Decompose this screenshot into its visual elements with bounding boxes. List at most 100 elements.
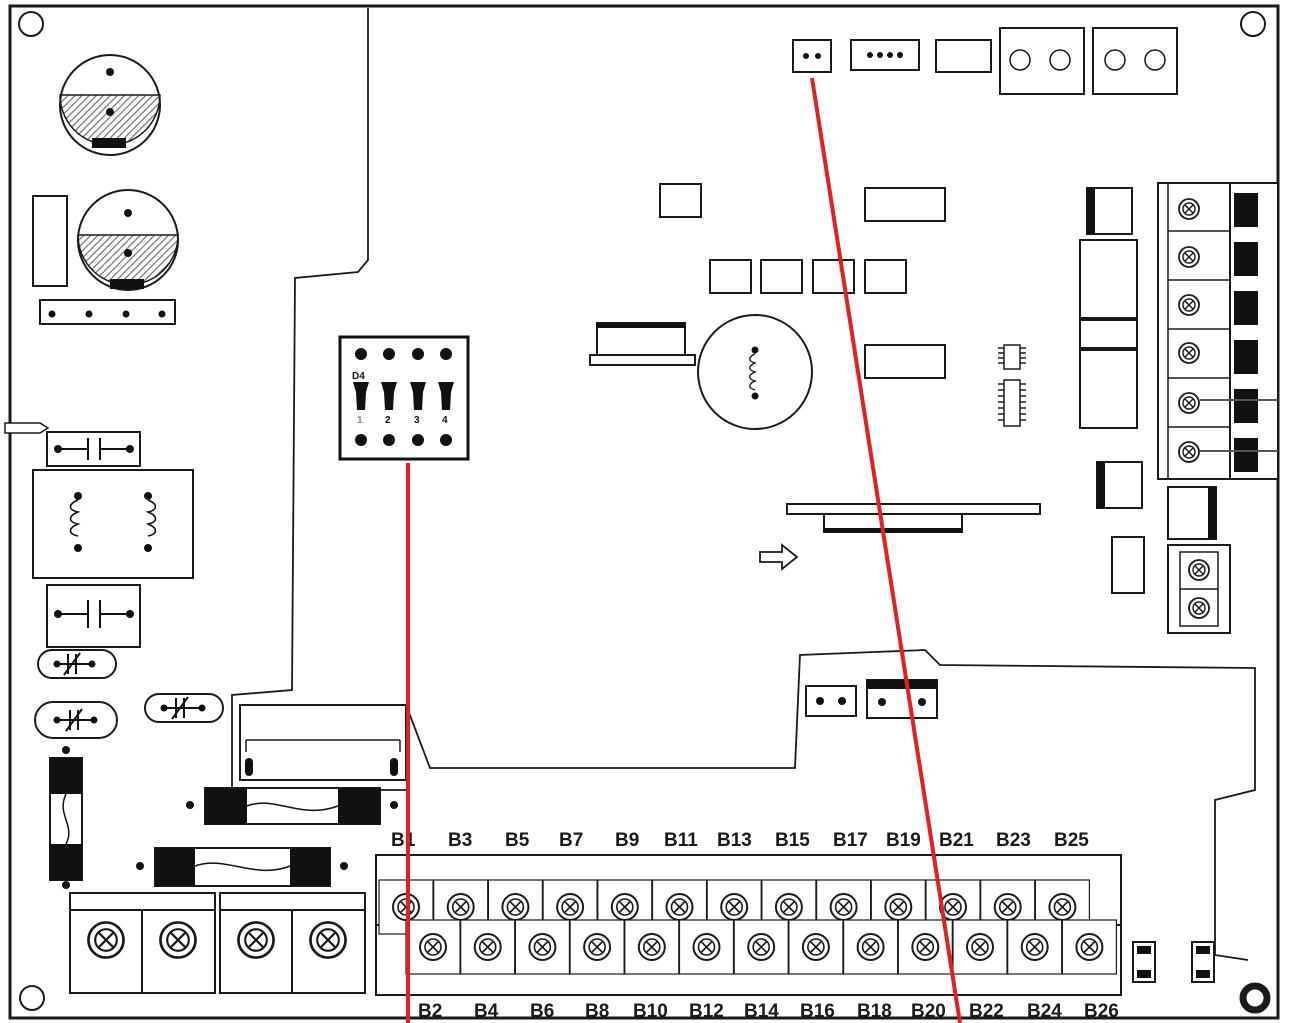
terminal-screw-b4 [460, 919, 516, 975]
relay-contact-nc-1 [37, 649, 117, 679]
heatsink-bar [786, 503, 1041, 533]
ic-chips [998, 344, 1026, 427]
right-terminal-block-6 [1157, 182, 1279, 480]
terminal-label-b7: B7 [559, 830, 583, 851]
arrow-right-icon [759, 543, 799, 571]
terminal-screws-bottom-row [405, 919, 1118, 975]
component-r3 [1111, 536, 1145, 594]
terminal-label-b18: B18 [857, 1001, 892, 1022]
terminal-label-b22: B22 [969, 1001, 1004, 1022]
relay-coil-transformer [32, 469, 194, 579]
terminal-label-b19: B19 [886, 830, 921, 851]
isolation-boundary-left [231, 8, 408, 791]
component-r1 [1079, 319, 1138, 349]
terminal-label-b5: B5 [505, 830, 530, 851]
terminal-screw-b12 [678, 919, 735, 975]
terminal-label-b17: B17 [833, 830, 868, 851]
component-box-5 [812, 259, 855, 294]
main-terminal-strip [375, 854, 1122, 996]
fuse-horizontal-2 [136, 847, 348, 887]
component-box-2 [864, 187, 946, 222]
relay-contact-nc-3 [144, 693, 224, 723]
fuse-vertical [49, 746, 83, 889]
terminal-screw-b18 [842, 919, 899, 975]
fuse-horizontal-1 [186, 787, 398, 825]
dip-switch-number-2: 2 [385, 415, 391, 426]
terminal-label-b15: B15 [775, 830, 810, 851]
dip-bottom-pads [355, 434, 452, 446]
right-side-components [1079, 187, 1217, 594]
terminal-2way-top-a [999, 27, 1085, 95]
component-r2 [1079, 349, 1138, 429]
terminal-label-b8: B8 [585, 1001, 609, 1022]
terminal-label-b21: B21 [939, 830, 974, 851]
crystal-oscillator [589, 322, 696, 366]
terminal-screw-b10 [624, 919, 680, 975]
terminal-label-b23: B23 [996, 830, 1031, 851]
terminal-label-b10: B10 [633, 1001, 668, 1022]
relay-contact-nc-2 [34, 701, 118, 739]
center-components [659, 183, 946, 379]
terminal-screw-b22 [952, 919, 1008, 975]
dip-switch-number-3: 3 [414, 415, 420, 426]
terminal-labels-bottom: B2 B4 B6 B8 B10 B12 B14 B16 B18 B20 B22 … [418, 1001, 1119, 1022]
wire-stub-left [4, 422, 50, 434]
dip-top-pads [355, 348, 452, 360]
mounting-hole-top-right [1240, 11, 1266, 37]
jumper-2pin-capped [866, 679, 938, 719]
mounting-holes [18, 11, 1271, 1014]
terminal-label-b6: B6 [530, 1001, 554, 1022]
terminal-labels-top: B1 B3 B5 B7 B9 B11 B13 B15 B17 B19 B21 B… [391, 830, 1089, 851]
capacitor-c2 [77, 189, 179, 291]
relay-contact-no-bottom [46, 584, 141, 648]
terminal-label-b11: B11 [664, 830, 698, 851]
terminal-screw-b8 [569, 919, 625, 975]
power-terminal-block-1 [69, 892, 216, 994]
jumper-2pin-center [805, 685, 857, 717]
connector-4pin [850, 39, 920, 71]
dip-switch-number-1: 1 [357, 415, 363, 426]
connector-block-blank [935, 39, 992, 73]
buzzer [697, 314, 813, 430]
terminal-2way-top-b [1092, 27, 1178, 95]
terminal-label-b3: B3 [448, 830, 472, 851]
terminal-label-b9: B9 [615, 830, 639, 851]
terminal-label-b1: B1 [391, 830, 416, 851]
terminal-screw-b24 [1007, 919, 1063, 975]
capacitor-c1 [59, 54, 161, 156]
dip-switch: D4 1 2 3 4 [338, 335, 470, 461]
mounting-hole-bottom-right [1239, 982, 1271, 1014]
terminal-label-b4: B4 [474, 1001, 499, 1022]
terminal-label-b24: B24 [1027, 1001, 1062, 1022]
terminal-screw-b6 [514, 919, 571, 975]
terminal-label-b20: B20 [911, 1001, 946, 1022]
pin-header-4 [39, 299, 176, 325]
mounting-hole-top-left [18, 11, 44, 37]
terminal-screw-b26 [1061, 919, 1118, 975]
terminal-label-b2: B2 [418, 1001, 442, 1022]
mounting-hole-bottom-left [19, 985, 45, 1011]
terminal-label-b16: B16 [800, 1001, 835, 1022]
component-box-1 [659, 183, 702, 218]
isolation-boundary-right [407, 649, 1256, 961]
varistor [1079, 239, 1138, 319]
relay-contact-no-top [46, 431, 141, 467]
resistor-vertical [32, 195, 68, 287]
component-box-6 [864, 259, 907, 294]
terminal-screw-b14 [733, 919, 789, 975]
component-box-4 [760, 259, 803, 294]
pointer-line-connector [810, 77, 962, 1023]
terminal-screw-b2 [405, 919, 461, 975]
terminal-screw-b16 [788, 919, 844, 975]
dip-levers [353, 382, 454, 410]
component-box-3 [709, 259, 752, 294]
terminal-label-b13: B13 [717, 830, 752, 851]
component-box-7 [864, 344, 946, 379]
jumper-block [239, 704, 407, 781]
terminal-label-b25: B25 [1054, 830, 1089, 851]
power-terminal-block-2 [219, 892, 366, 994]
terminal-label-b12: B12 [689, 1001, 724, 1022]
terminal-label-b14: B14 [744, 1001, 779, 1022]
connector-2pin [792, 39, 832, 73]
